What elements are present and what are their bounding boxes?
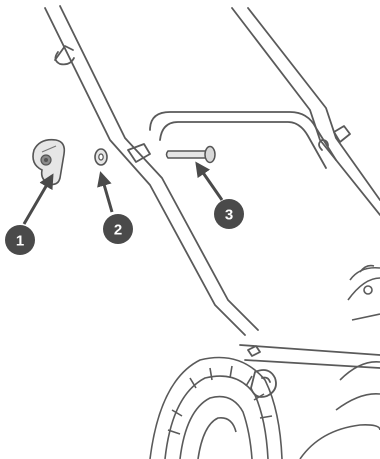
callout-1: 1 bbox=[5, 225, 35, 255]
callout-arrow-2 bbox=[101, 174, 112, 212]
callout-arrow-3 bbox=[197, 164, 222, 200]
pin-part bbox=[167, 147, 216, 163]
callout-3: 3 bbox=[214, 199, 244, 229]
callout-3-label: 3 bbox=[225, 207, 233, 224]
washer-part bbox=[95, 149, 107, 165]
callout-1-label: 1 bbox=[16, 233, 24, 250]
callout-2-label: 2 bbox=[114, 222, 122, 239]
mower-handle bbox=[45, 6, 380, 397]
rear-wheel bbox=[150, 358, 380, 459]
knob-part bbox=[33, 140, 64, 185]
callout-2: 2 bbox=[103, 214, 133, 244]
engine-housing bbox=[336, 266, 380, 410]
callout-arrow-1 bbox=[24, 176, 52, 224]
